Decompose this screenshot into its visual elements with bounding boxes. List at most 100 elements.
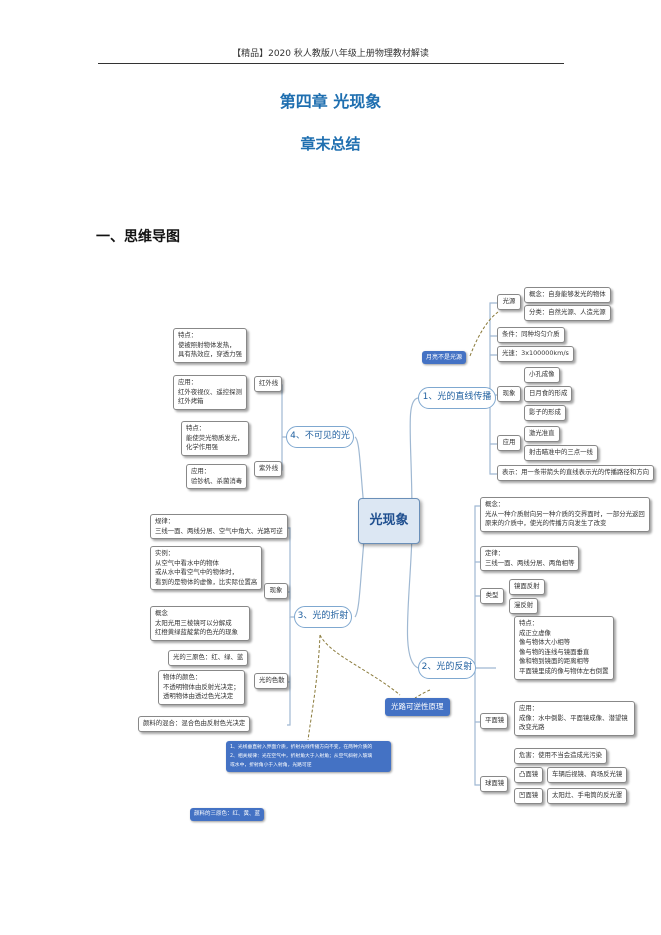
label-reflection-types: 类型 (480, 588, 504, 604)
example-line: 实例： (155, 549, 175, 557)
plane-mirror-features: 特点： 成正立虚像 像与物体大小相等 像与物的连线与镜面垂直 像和物到镜面的距离… (514, 616, 614, 680)
feature-line: 特点： (519, 619, 539, 627)
color-line: 不透明物体由反射光决定； (163, 682, 240, 691)
concept-line: 原来的介质中，使光的传播方向发生了改变 (485, 519, 607, 528)
application-line: 应用： (178, 378, 198, 386)
feature-line: 像和物到镜面的距离相等 (519, 657, 590, 666)
light-speed: 光速：3x100000km/s (497, 346, 574, 362)
plane-mirror-applications: 应用： 成像：水中倒影、平面镜成像、潜望镜 改变光路 (514, 701, 635, 736)
convex-mirror-uses: 车辆后视镜、商场反光镜 (547, 767, 628, 783)
feature-line: 成正立虚像 (519, 628, 551, 637)
note-moon-not-source: 月亮不是光源 (422, 351, 467, 364)
convex-mirror: 凸面镜 (514, 767, 544, 783)
refraction-note: 1、光线垂直射入界面介质，折射光线传播方向不变，在两种介质的 2、相关规律：光在… (226, 741, 391, 772)
law-line: 三线一面、两线分居、两角相等 (485, 558, 575, 567)
type-specular: 镜面反射 (509, 579, 545, 595)
pigment-primaries: 颜料的三原色：红、黄、蓝 (190, 808, 265, 821)
propagation-condition: 条件：同种均匀介质 (497, 327, 565, 343)
object-color: 物体的颜色： 不透明物体由反射光决定； 透明物体由透过色光决定 (158, 670, 245, 705)
connector-b2-bottom (474, 668, 480, 786)
dashed-reversible-right (414, 689, 431, 699)
feature-line: 特点： (178, 331, 198, 339)
dashed-refraction-note (307, 634, 321, 741)
dashed-reversible-left (319, 634, 401, 696)
refraction-rule: 规律： 三线一面、两线分居、空气中角大、光路可逆 (150, 514, 288, 540)
application-line: 红外烤箱 (178, 397, 204, 406)
branch-refraction: 3、光的折射 (294, 606, 352, 628)
ray-representation: 表示：用一条带箭头的直线表示光的传播路径和方向 (497, 465, 654, 481)
note-line: 1、光线垂直射入界面介质，折射光线传播方向不变，在两种介质的 (230, 745, 373, 750)
application-laser: 激光准直 (524, 426, 560, 442)
label-plane-mirror: 平面镜 (480, 713, 508, 729)
reversible-principle: 光路可逆性原理 (385, 698, 450, 716)
connector-hub-b1 (409, 397, 419, 516)
dispersion-line: 太阳光用三棱镜可以分解成 (155, 618, 232, 627)
source-types: 分类：自然光源、人造光源 (524, 305, 611, 321)
section-heading: 一、思维导图 (96, 229, 180, 245)
example-line: 或从水中看空气中的物体时， (155, 568, 239, 577)
dispersion-concept: 概念 太阳光用三棱镜可以分解成 红橙黄绿蓝靛紫的色光的现象 (150, 606, 250, 641)
phenomenon-eclipse: 日月食的形成 (524, 386, 573, 402)
feature-line: 像与物的连线与镜面垂直 (519, 647, 590, 656)
page-header: 【精品】2020 秋人教版八年级上册物理教材解读 (232, 49, 429, 59)
connector-b1-top (489, 302, 497, 399)
reflection-concept: 概念： 光从一种介质射向另一种介质的交界面时，一部分光返回 原来的介质中，使光的… (480, 497, 650, 532)
branch-straight-propagation: 1、光的直线传播 (418, 387, 496, 409)
concept-line: 概念： (485, 500, 505, 508)
label-applications: 应用 (497, 435, 521, 451)
application-line: 成像：水中倒影、平面镜成像、潜望镜 (519, 713, 628, 722)
light-pollution-harm: 危害：使用不当会造成光污染 (514, 748, 608, 764)
header-rule (98, 63, 564, 64)
infrared-applications: 应用： 红外夜视仪、遥控探测 红外烤箱 (173, 375, 247, 410)
label-phenomena: 现象 (497, 386, 521, 402)
label-dispersion: 光的色散 (254, 673, 288, 689)
feature-line: 像与物体大小相等 (519, 638, 571, 647)
color-line: 物体的颜色： (163, 673, 202, 681)
connector-b1-bottom (489, 398, 497, 475)
application-line: 改变光路 (519, 723, 545, 732)
concave-mirror-uses: 太阳灶、手电筒的反光罩 (547, 788, 628, 804)
application-line: 红外夜视仪、遥控探测 (178, 387, 242, 396)
law-line: 定律： (485, 549, 505, 557)
dispersion-line: 红橙黄绿蓝靛紫的色光的现象 (155, 628, 239, 637)
mindmap-center: 光现象 (358, 498, 420, 544)
feature-line: 特点： (186, 424, 206, 432)
color-line: 透明物体由透过色光决定 (163, 692, 234, 701)
note-line: 或水中，折射角小于入射角，光路可逆 (230, 763, 312, 768)
connector-b3-top (288, 527, 294, 618)
rule-line: 规律： (155, 517, 175, 525)
reflection-law: 定律： 三线一面、两线分居、两角相等 (480, 546, 580, 572)
branch-reflection: 2、光的反射 (418, 657, 476, 679)
feature-line: 能使荧光物质发光， (186, 433, 244, 442)
refraction-example: 实例： 从空气中看水中的物体 或从水中看空气中的物体时， 看到的是物体的虚像，比… (150, 546, 262, 591)
feature-line: 使被照射物体发热， (178, 340, 236, 349)
application-line: 验钞机、杀菌消毒 (191, 476, 243, 485)
label-light-source: 光源 (497, 294, 521, 310)
label-infrared: 红外线 (254, 376, 282, 392)
ultraviolet-applications: 应用： 验钞机、杀菌消毒 (186, 464, 248, 490)
chapter-subtitle: 章末总结 (300, 135, 361, 153)
concave-mirror: 凹面镜 (514, 788, 544, 804)
source-concept: 概念：自身能够发光的物体 (524, 287, 611, 303)
application-line: 应用： (191, 467, 211, 475)
dispersion-line: 概念 (155, 609, 168, 617)
label-refraction-phenomena: 现象 (264, 583, 288, 599)
example-line: 看到的是物体的虚像，比实际位置高 (155, 577, 258, 586)
rule-line: 三线一面、两线分居、空气中角大、光路可逆 (155, 526, 283, 535)
feature-line: 具有热效应，穿透力强 (178, 350, 242, 359)
connector-b2-top (474, 505, 496, 669)
infrared-features: 特点： 使被照射物体发热， 具有热效应，穿透力强 (173, 328, 247, 363)
note-line: 2、相关规律：光在空气中，折射角大于入射角；从空气斜射入玻璃 (230, 754, 373, 759)
phenomenon-shadow: 影子的形成 (524, 405, 566, 421)
ultraviolet-features: 特点： 能使荧光物质发光， 化学作用强 (181, 421, 249, 456)
connector-hub-b2 (406, 534, 419, 669)
label-ultraviolet: 紫外线 (254, 461, 282, 477)
feature-line: 平面镜里成的像与物体左右倒置 (519, 666, 609, 675)
application-aiming: 射击瞄准中的三点一线 (524, 445, 598, 461)
application-line: 应用： (519, 704, 539, 712)
connector-b3-bottom (287, 617, 291, 726)
phenomenon-pinhole: 小孔成像 (524, 367, 560, 383)
label-spherical-mirror: 球面镜 (480, 776, 508, 792)
example-line: 从空气中看水中的物体 (155, 558, 219, 567)
concept-line: 光从一种介质射向另一种介质的交界面时，一部分光返回 (485, 509, 645, 518)
